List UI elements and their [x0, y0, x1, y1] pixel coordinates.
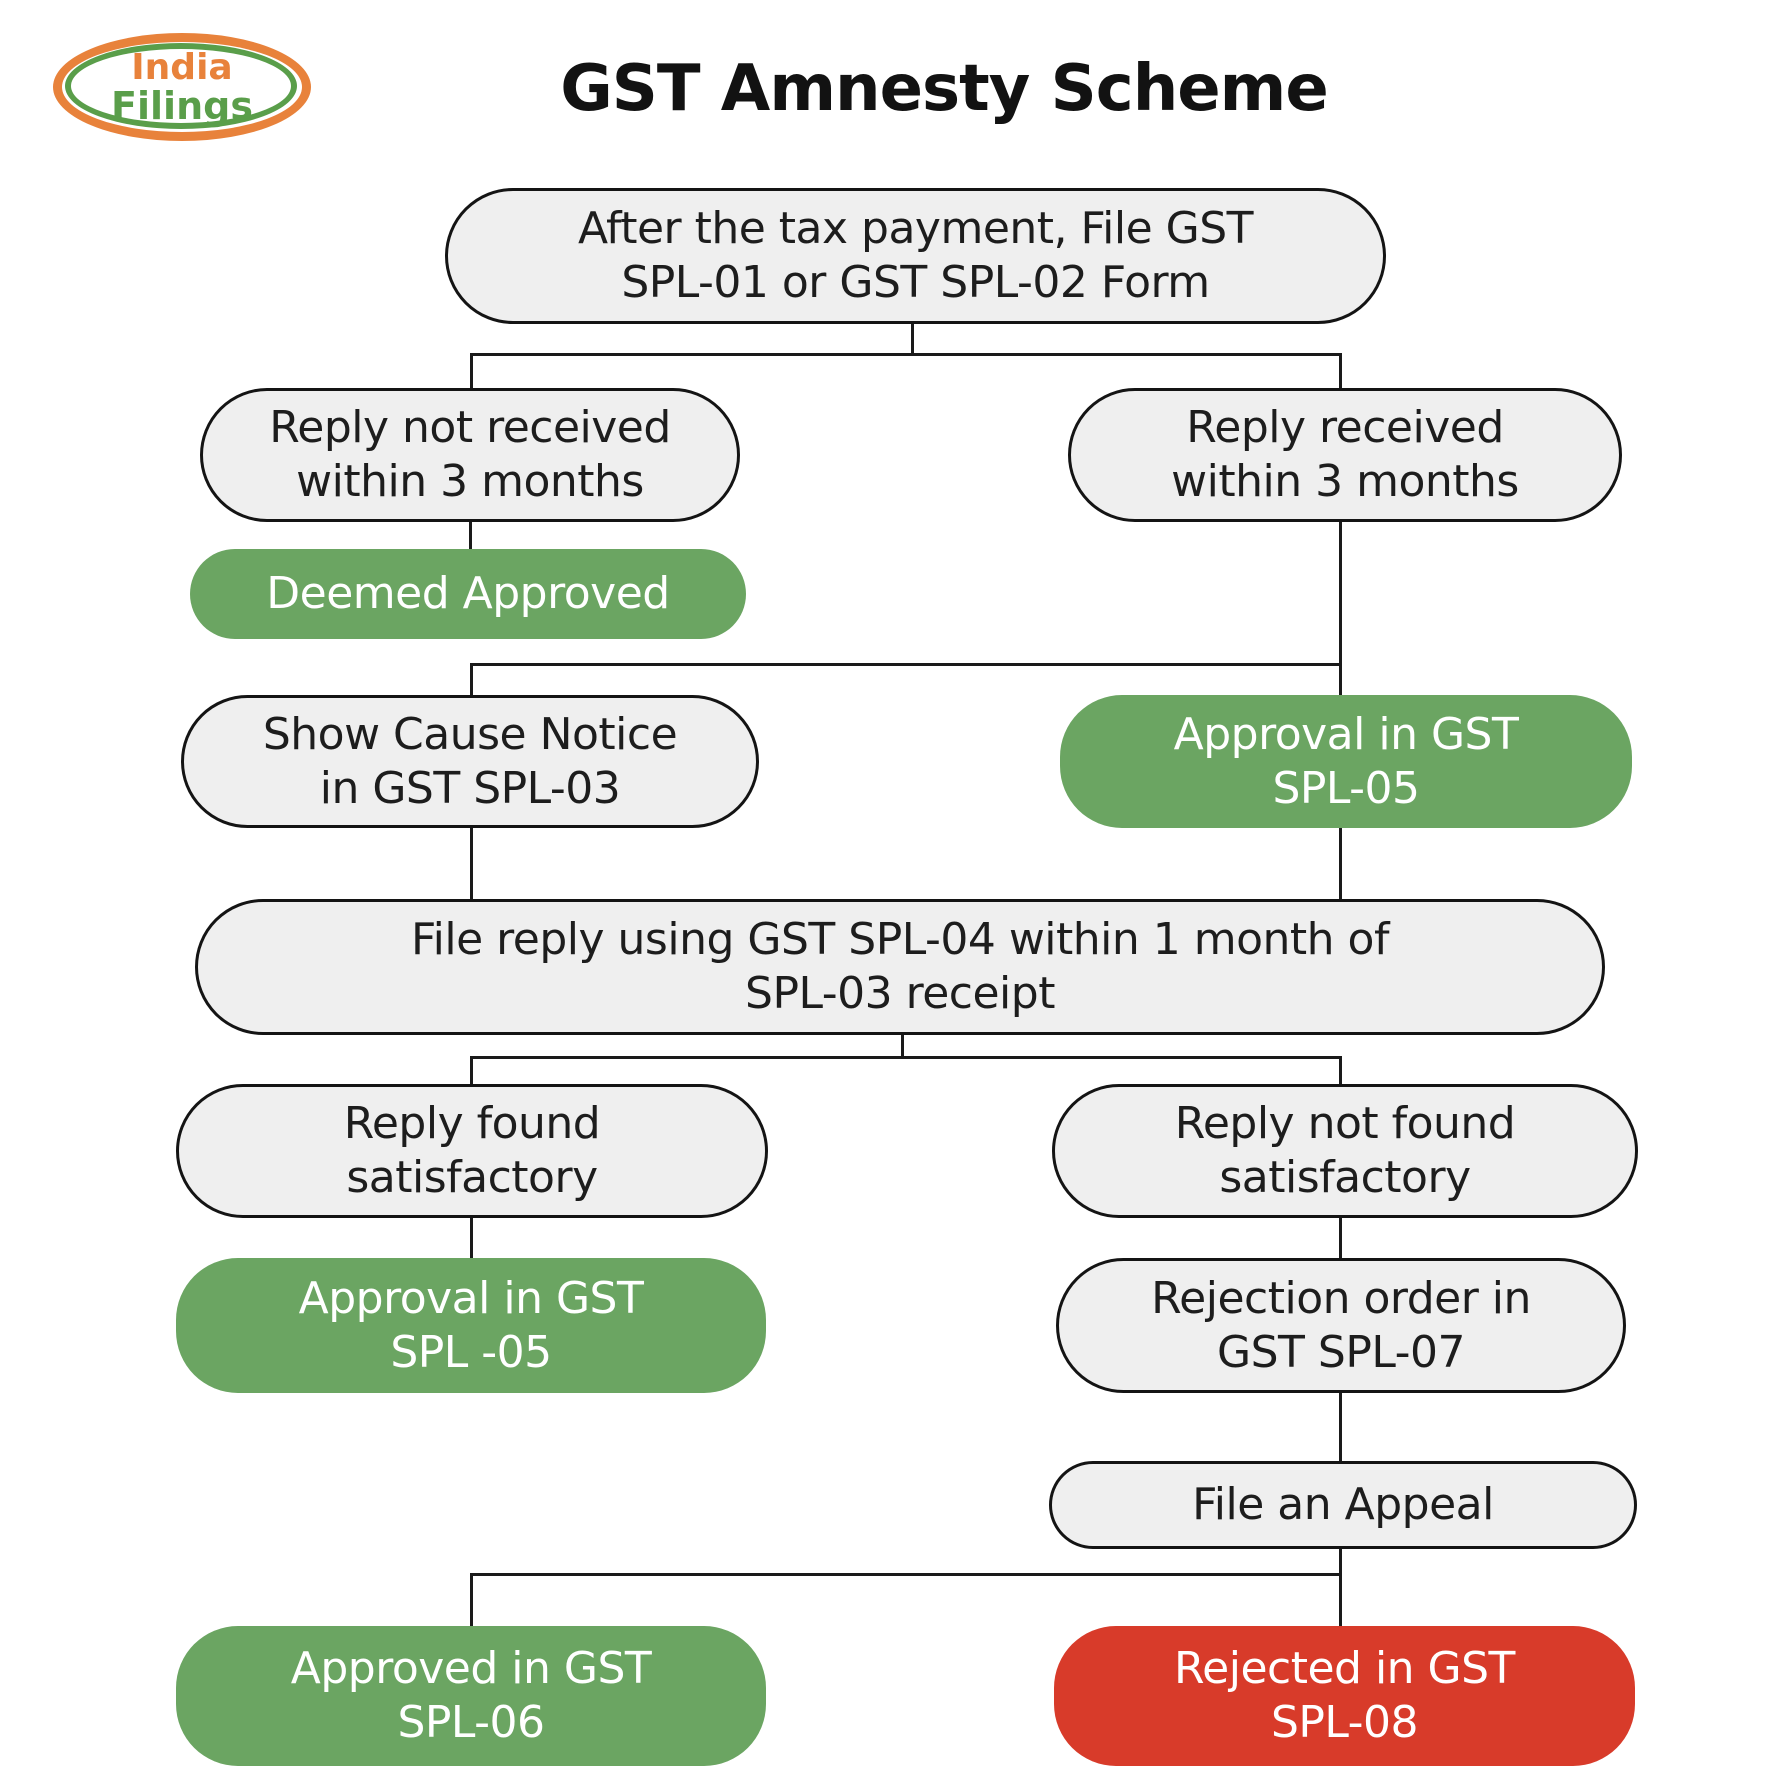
node-text-line: Approval in GST — [1173, 708, 1519, 760]
node-text-line: SPL-03 receipt — [745, 968, 1055, 1019]
node-text-line: Show Cause Notice — [262, 708, 678, 760]
node-text-line: within 3 months — [1171, 456, 1519, 507]
node-text-line: SPL-06 — [397, 1697, 545, 1748]
connector-to-rejection-order — [1339, 1218, 1342, 1258]
indiafilings-logo: India Filings — [53, 33, 311, 141]
node-text-line: SPL-08 — [1270, 1697, 1419, 1748]
node-text-line: Deemed Approved — [266, 568, 670, 620]
node-text-line: SPL-05 — [1272, 762, 1420, 814]
connector-appeal-to-rejected — [1339, 1548, 1342, 1627]
connector-to-show-cause — [470, 663, 473, 696]
node-text-line: satisfactory — [346, 1152, 598, 1203]
connector-start-drop — [911, 324, 914, 355]
page-title: GST Amnesty Scheme — [560, 52, 1329, 126]
node-text-line: File reply using GST SPL-04 within 1 mon… — [411, 914, 1389, 966]
node-text-line: File an Appeal — [1192, 1479, 1494, 1531]
node-text-line: Rejected in GST — [1174, 1643, 1515, 1695]
connector-to-reply-found — [470, 1056, 473, 1085]
connector-to-approved06 — [470, 1573, 473, 1626]
logo-text: India Filings — [53, 33, 311, 141]
connector-split-3 — [470, 1056, 1342, 1059]
connector-to-file-appeal — [1339, 1392, 1342, 1462]
connector-split-4 — [470, 1573, 1342, 1576]
node-file-reply-spl04: File reply using GST SPL-04 within 1 mon… — [195, 899, 1605, 1035]
node-text-line: Reply found — [343, 1098, 601, 1150]
node-text-line: Approved in GST — [290, 1643, 652, 1695]
logo-inner-ellipse — [65, 43, 297, 129]
connector-to-reply-not-found — [1339, 1056, 1342, 1085]
node-text-line: After the tax payment, File GST — [577, 203, 1254, 255]
node-text-line: Reply not received — [269, 402, 671, 454]
connector-to-reply-not-received — [470, 353, 473, 389]
connector-to-deemed-approved — [469, 522, 472, 549]
node-text-line: Approval in GST — [298, 1272, 644, 1324]
node-text-line: Rejection order in — [1151, 1272, 1531, 1324]
node-file-an-appeal: File an Appeal — [1049, 1461, 1637, 1549]
connector-approval05-to-file-reply — [1339, 828, 1342, 900]
connector-to-reply-received — [1339, 353, 1342, 389]
node-text-line: satisfactory — [1219, 1152, 1471, 1203]
connector-to-approval05-second — [470, 1218, 473, 1258]
connector-split-1 — [470, 353, 1342, 356]
node-text-line: in GST SPL-03 — [319, 762, 621, 814]
connector-reply-received-down — [1339, 522, 1342, 696]
logo-line-filings: Filings — [111, 83, 253, 128]
node-deemed-approved: Deemed Approved — [190, 549, 746, 639]
connector-split-2 — [470, 663, 1342, 666]
node-text-line: within 3 months — [296, 456, 644, 507]
node-text-line: GST SPL-07 — [1217, 1326, 1465, 1378]
connector-show-cause-to-file-reply — [470, 828, 473, 900]
connector-file-reply-drop — [901, 1035, 904, 1059]
node-text-line: Reply not found — [1174, 1098, 1516, 1150]
node-text-line: SPL -05 — [390, 1326, 552, 1378]
logo-line-india: India — [131, 47, 233, 89]
node-text-line: SPL-01 or GST SPL-02 Form — [621, 257, 1210, 308]
node-text-line: Reply received — [1186, 402, 1504, 454]
